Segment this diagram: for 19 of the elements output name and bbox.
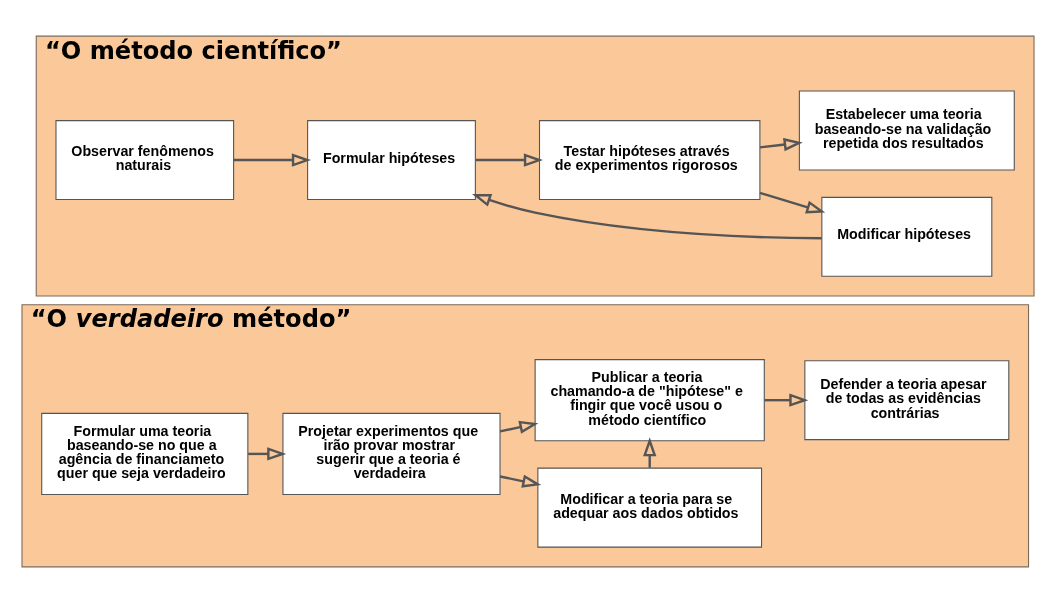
node-box: Observar fenômenos naturais: [55, 120, 235, 201]
arrow: [475, 153, 543, 167]
arrow: [759, 191, 826, 214]
node-box: Modificar a teoria para se adequar aos dados obtidos: [537, 467, 763, 548]
arrow: [472, 193, 822, 240]
node-box: Formular uma teoria baseando-se no que a agência de financiameto quer que seja verdadeiro: [41, 412, 249, 496]
node-box: Publicar a teoria chamando-a de "hipótese" e fingir que você usou o método científico: [534, 359, 765, 442]
arrow: [499, 474, 542, 488]
arrow: [764, 393, 809, 407]
node-box: Projetar experimentos que irão provar mostrar sugerir que a teoria é verdadeira: [282, 412, 501, 496]
node-box: Estabelecer uma teoria baseando-se na validação repetida dos resultados: [798, 90, 1015, 171]
node-box: Testar hipóteses através de experimentos rigorosos: [538, 120, 761, 201]
arrow: [499, 420, 539, 434]
arrow: [233, 153, 311, 167]
arrow: [248, 447, 287, 461]
node-box: Defender a teoria apesar de todas as evidências contrárias: [804, 360, 1010, 441]
node-box: Formular hipóteses: [307, 120, 476, 201]
node-box: Modificar hipóteses: [821, 196, 993, 277]
arrow: [759, 137, 803, 152]
